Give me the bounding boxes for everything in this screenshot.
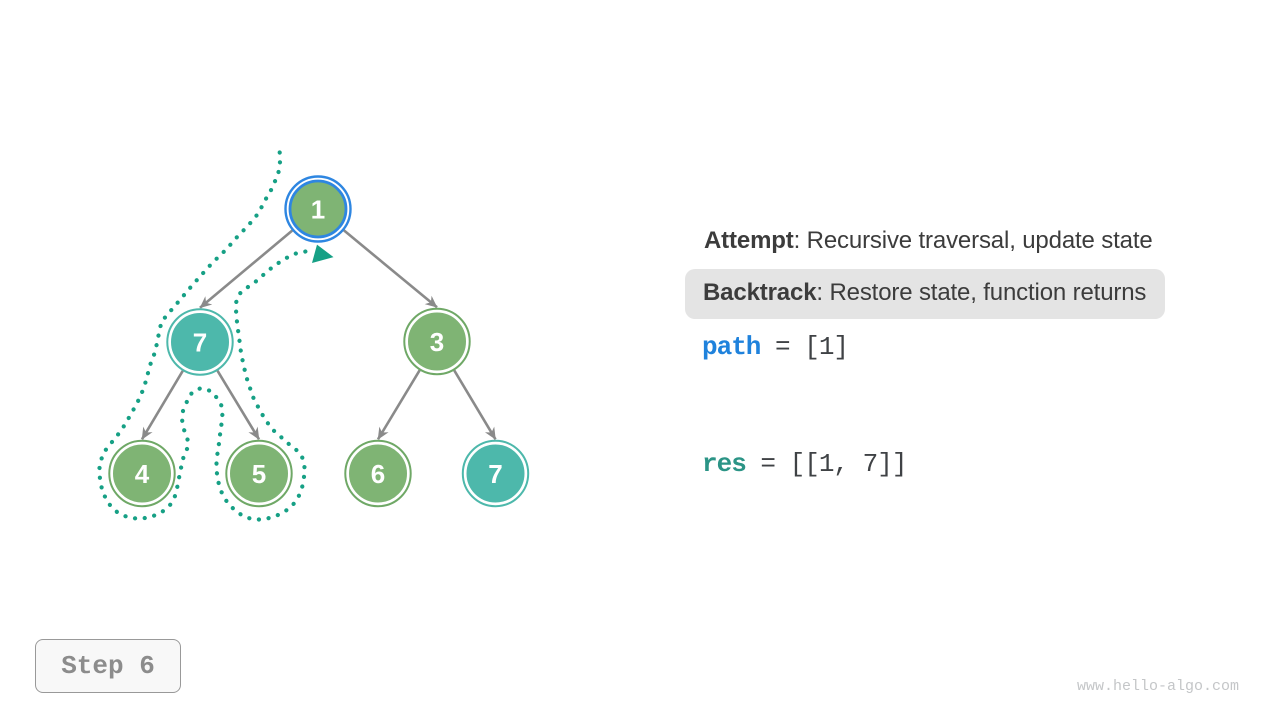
svg-text:4: 4	[135, 459, 150, 489]
svg-text:7: 7	[193, 327, 207, 357]
svg-text:5: 5	[252, 459, 266, 489]
svg-text:6: 6	[371, 459, 385, 489]
svg-text:7: 7	[488, 459, 502, 489]
svg-text:3: 3	[430, 327, 444, 357]
svg-text:1: 1	[311, 194, 325, 224]
